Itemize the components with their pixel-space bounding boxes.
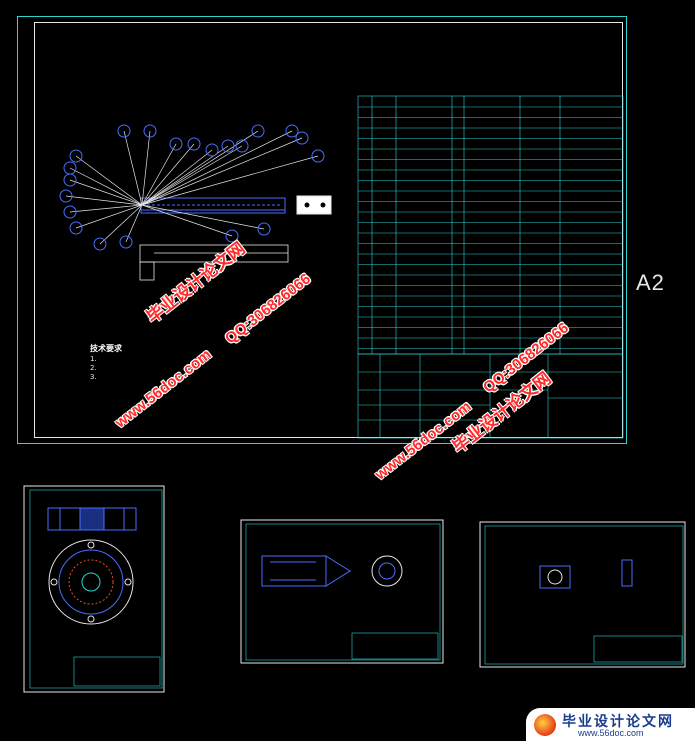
part-balloon xyxy=(285,124,299,138)
shaft-section-view xyxy=(261,555,351,587)
logo-icon xyxy=(534,714,556,736)
part-balloon xyxy=(117,124,131,138)
part-balloon xyxy=(59,189,73,203)
tech-note-line: 2. xyxy=(90,364,97,372)
balloon-circles xyxy=(59,124,325,251)
part-balloon xyxy=(119,235,133,249)
tech-note-line: 3. xyxy=(90,373,97,381)
balloon-leaders xyxy=(65,130,319,245)
part-balloon xyxy=(251,124,265,138)
sheet-size-label: A2 xyxy=(636,270,665,295)
logo-text: 毕业设计论文网 xyxy=(562,714,674,730)
part-balloon xyxy=(187,137,201,151)
part-balloon xyxy=(257,222,271,236)
part-balloon xyxy=(69,221,83,235)
sub-sheet-2 xyxy=(240,519,444,664)
side-view-rail xyxy=(139,244,289,281)
title-block xyxy=(357,353,624,439)
technical-requirements: 技术要求 1. 2. 3. xyxy=(90,344,122,382)
part-balloon xyxy=(225,229,239,243)
end-plate xyxy=(296,195,332,215)
main-drawing-sheet xyxy=(17,16,627,444)
part-balloon xyxy=(295,131,309,145)
logo-url: www.56doc.com xyxy=(578,728,644,738)
part-balloon xyxy=(143,124,157,138)
sub-sheet-1 xyxy=(23,485,165,693)
part-balloon xyxy=(205,143,219,157)
main-drawing-frame xyxy=(34,22,623,438)
shaft-end-view xyxy=(371,555,403,587)
part-balloon xyxy=(311,149,325,163)
part-balloon xyxy=(169,137,183,151)
part-balloon xyxy=(221,139,235,153)
part-balloon xyxy=(63,173,77,187)
site-logo: 毕业设计论文网 www.56doc.com xyxy=(526,708,695,741)
assembly-rail xyxy=(140,197,286,214)
block-front-view xyxy=(539,565,571,589)
tech-note-line: 1. xyxy=(90,355,97,363)
part-balloon xyxy=(63,205,77,219)
block-side-view xyxy=(621,559,633,587)
tech-notes-title: 技术要求 xyxy=(90,344,122,353)
part-balloon xyxy=(93,237,107,251)
part-balloon xyxy=(69,149,83,163)
part-balloon xyxy=(235,139,249,153)
parts-list-table xyxy=(357,95,624,355)
flange-top-view xyxy=(48,539,134,625)
flange-section-view xyxy=(47,507,137,531)
sub-sheet-3 xyxy=(479,521,686,668)
